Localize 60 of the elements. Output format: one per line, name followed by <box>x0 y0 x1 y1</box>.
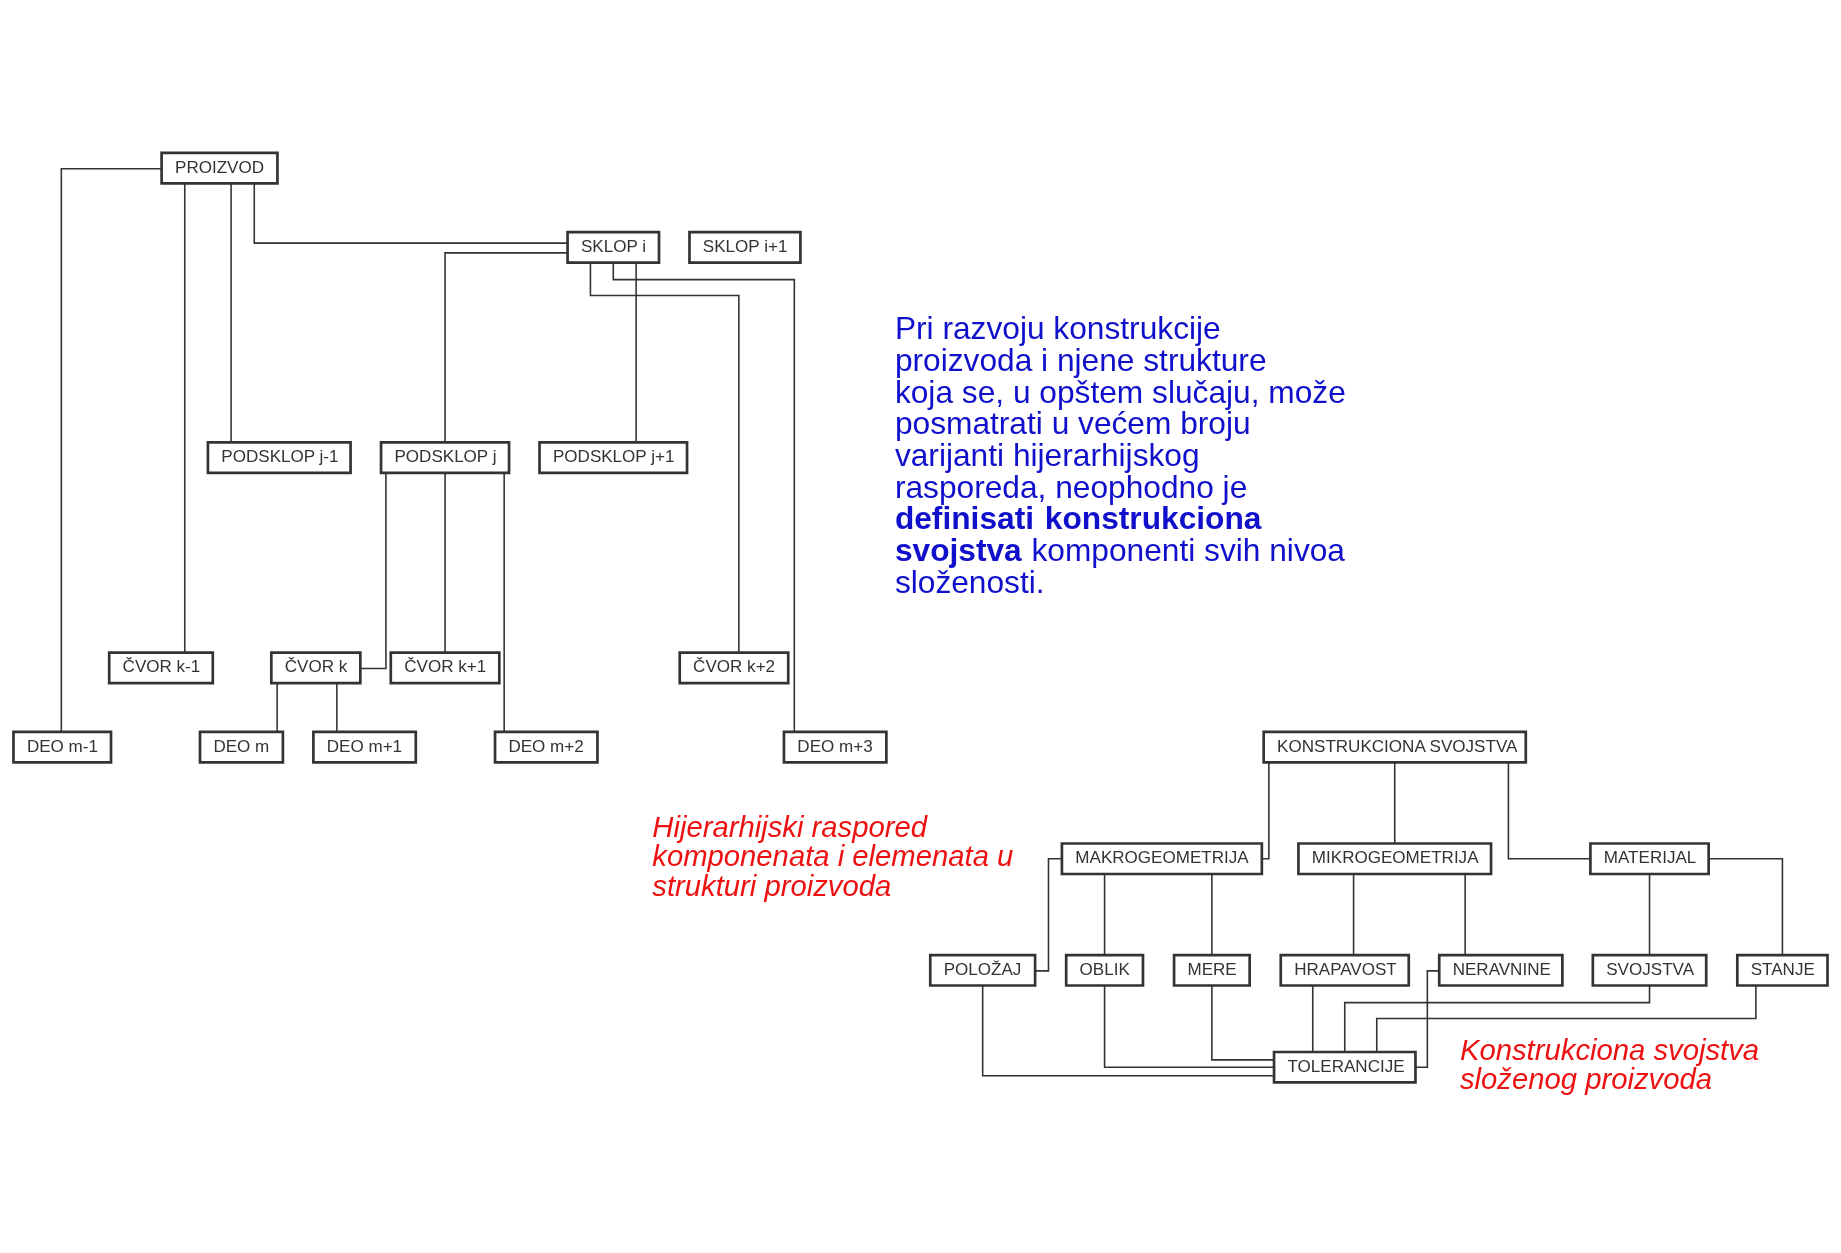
connector <box>1507 761 1591 860</box>
connector <box>253 182 569 244</box>
label: Hijerarhijski raspored komponenata i elemenata u strukturi proizvoda <box>652 811 1014 902</box>
connector <box>1414 970 1440 1068</box>
connector <box>635 262 637 443</box>
connector <box>444 472 446 654</box>
connector <box>359 472 387 670</box>
connector <box>503 472 505 733</box>
connector <box>1648 873 1651 956</box>
node-box: SKLOP i+1 <box>688 230 802 264</box>
label: Pri razvoju konstrukcije proizvoda i njene strukture koja se, u opštem slučaju, može posmatrati u većem broju varijanti hijerarhijskog rasporeda, neophodno je definisati konstrukciona svojstva komponenti svih nivoa složenosti. <box>894 310 1346 600</box>
connector <box>1034 857 1063 972</box>
node-box: POLOŽAJ <box>928 953 1037 987</box>
node-box: DEO m <box>198 730 285 764</box>
node-box: KONSTRUKCIONA SVOJSTVA <box>1262 730 1528 764</box>
node-box: PODSKLOP j-1 <box>206 441 352 475</box>
node-box: PODSKLOP j <box>379 441 511 475</box>
connector <box>612 261 796 733</box>
connector <box>336 682 338 733</box>
node-box: MERE <box>1172 953 1251 987</box>
connector <box>60 167 163 733</box>
connector <box>1464 873 1466 956</box>
node-box: SVOJSTVA <box>1591 953 1708 987</box>
node-box: SKLOP i <box>566 230 661 264</box>
connector <box>1393 761 1396 845</box>
connector <box>1708 857 1784 956</box>
node-box: MAKROGEOMETRIJA <box>1060 842 1264 876</box>
node-box: ČVOR k <box>270 651 362 685</box>
node-box: PODSKLOP j+1 <box>538 441 689 475</box>
node-box: MIKROGEOMETRIJA <box>1297 842 1493 876</box>
node-box: DEO m+1 <box>312 730 418 764</box>
connector <box>276 682 278 733</box>
label: Konstrukciona svojstva složenog proizvoda <box>1459 1034 1760 1096</box>
node-box: HRAPAVOST <box>1279 953 1411 987</box>
node-box: ČVOR k-1 <box>107 651 215 685</box>
node-box: OBLIK <box>1064 953 1145 987</box>
connector <box>1211 985 1275 1061</box>
node-box: ČVOR k+1 <box>389 651 501 685</box>
connector <box>1261 761 1270 860</box>
node-box: DEO m+3 <box>782 730 888 764</box>
connector <box>1103 873 1106 956</box>
node-box: TOLERANCIJE <box>1272 1050 1417 1084</box>
connector <box>981 985 1275 1077</box>
connector <box>1343 984 1651 1053</box>
node-box: STANJE <box>1735 953 1829 987</box>
connector <box>1211 873 1213 956</box>
node-box: PROIZVOD <box>160 151 279 185</box>
connector <box>230 182 232 444</box>
node-box: DEO m-1 <box>12 730 113 764</box>
connector <box>1375 985 1757 1053</box>
connector <box>1103 985 1275 1068</box>
connector <box>1352 873 1355 956</box>
node-box: MATERIJAL <box>1589 842 1710 876</box>
node-box: ČVOR k+2 <box>678 651 790 685</box>
connector <box>184 182 186 654</box>
connector <box>1311 985 1314 1053</box>
node-box: DEO m+2 <box>493 730 599 764</box>
connector <box>444 252 569 444</box>
node-box: NERAVNINE <box>1437 953 1564 987</box>
connector <box>589 262 740 654</box>
